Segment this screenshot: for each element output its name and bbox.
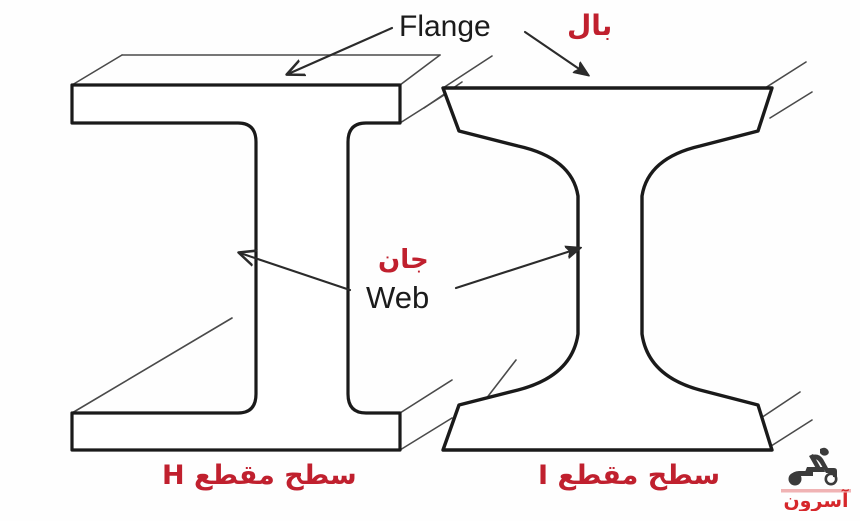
flange-arrow-h <box>288 26 394 74</box>
h-extrusion-edge-bottom-right-bot <box>399 417 453 451</box>
flange-arrow-i <box>523 30 588 75</box>
i-section-caption: سطح مقطع I <box>538 460 721 491</box>
flange-label-fa: بال <box>567 9 613 42</box>
logo-wordmark-shape <box>781 489 851 493</box>
flange-label-en: Flange <box>399 10 491 43</box>
i-extrusion-edge-bottom-right-a <box>757 391 801 421</box>
i-extrusion-edge-top-left-a <box>442 55 493 89</box>
h-section-shape <box>70 54 453 452</box>
h-section-extrusion-lines <box>71 54 453 451</box>
i-section-outline <box>441 86 774 452</box>
h-extrusion-edge-top-left <box>71 54 123 86</box>
i-extrusion-edge-top-right-a <box>761 61 807 91</box>
annotation-arrows <box>240 26 588 292</box>
web-arrow-right <box>454 248 580 290</box>
h-extrusion-edge-bottom-left <box>71 317 233 414</box>
web-label-en: Web <box>366 280 430 315</box>
i-section-shape <box>423 55 813 452</box>
web-arrow-left <box>240 253 352 292</box>
h-extrusion-edge-bottom-right-top <box>399 379 453 414</box>
h-extrusion-edge-top-right <box>399 54 441 86</box>
i-extrusion-edge-top-right-b <box>769 91 813 119</box>
h-section-caption: سطح مقطع H <box>162 460 357 491</box>
brand-logo[interactable]: آسرون <box>779 445 853 511</box>
web-label-fa: جان <box>378 245 429 275</box>
logo-wordmark: آسرون <box>783 488 849 511</box>
h-section-outline <box>70 83 402 452</box>
i-extrusion-edge-bottom-right-b <box>767 419 813 449</box>
scooter-delivery-rider-icon <box>788 447 838 486</box>
